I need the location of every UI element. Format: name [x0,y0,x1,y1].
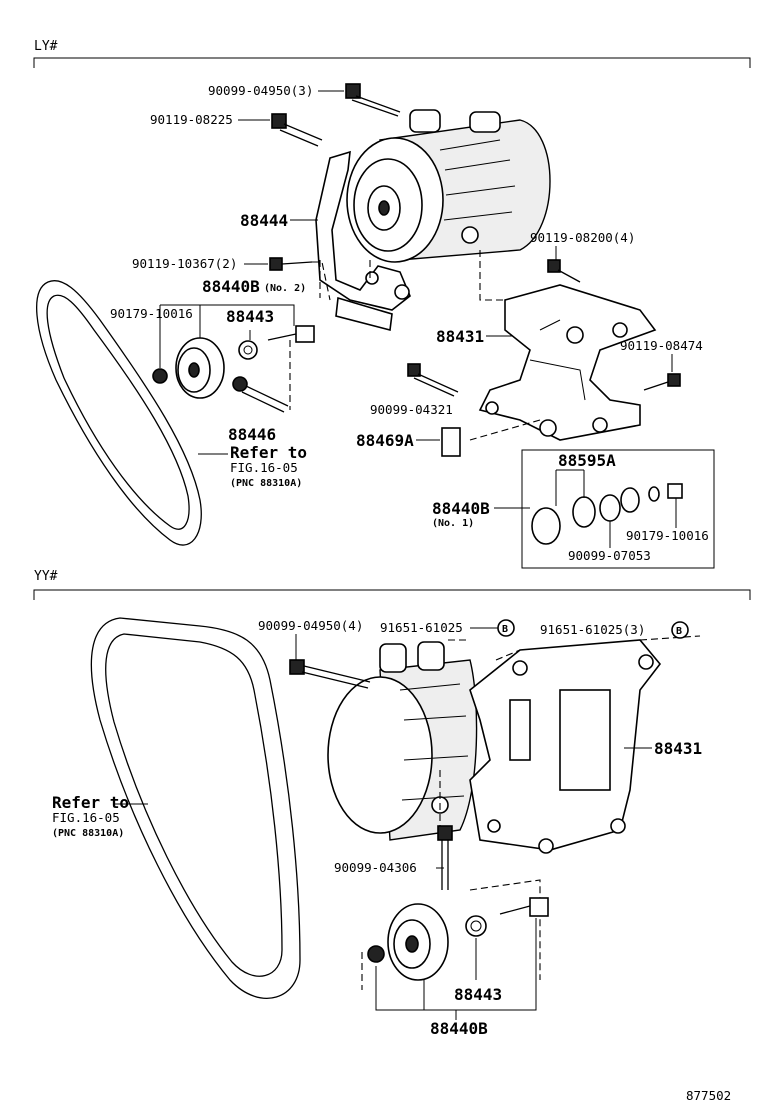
ly-bracket-88444 [315,150,411,332]
yy-dashed-guides [361,635,701,990]
ly-label-bracket: 88444 [240,211,288,230]
ly-inset-label-assy-note: (No. 1) [432,518,474,529]
ly-idler-bolt [267,325,315,343]
yy-label-stud-2: 91651-61025(3) [540,622,645,637]
ly-bolt-6 [407,363,459,397]
ly-inset-label-nut: 90179-10016 [626,528,709,543]
yy-idler-bolt [499,897,549,917]
ly-label-bolt-88446: 88446 [228,425,276,444]
ly-label-bolt-6: 90099-04321 [370,402,453,417]
ly-label-idler: 88440B [202,277,260,296]
section-ly-frame: LY# [33,39,751,68]
ly-label-main-bracket: 88431 [436,327,484,346]
ly-belt-ref-2: FIG.16-05 [230,460,298,475]
ly-inset-label-ring: 90099-07053 [568,548,651,563]
ly-inset-label-assy: 88440B [432,499,490,518]
yy-idler-pulley [387,903,449,981]
section-yy-frame: YY# [33,569,751,600]
ly-drive-belt [36,280,202,546]
ly-bolt-right [547,259,581,283]
yy-spacer [465,915,487,937]
yy-belt-ref-3: (PNC 88310A) [52,828,124,839]
figure-number: 877502 [686,1088,731,1103]
ly-dashed-guides [289,250,541,441]
ly-bolt-top [345,83,401,117]
yy-bolt-1 [289,659,371,689]
yy-drive-belt [90,617,301,999]
yy-label-idler: 88440B [430,1019,488,1038]
yy-label-bolt-2: 90099-04306 [334,860,417,875]
ly-label-bolt-2: 90119-08225 [150,112,233,127]
yy-label-bolt-1: 90099-04950(4) [258,618,363,633]
yy-compressor [327,641,478,841]
yy-idler-nut [367,945,385,963]
yy-label-main-bracket: 88431 [654,739,702,758]
yy-label-spacer: 88443 [454,985,502,1004]
ly-label-nut: 90179-10016 [110,306,193,321]
section-ly-label: LY# [34,39,58,54]
ly-label-spacer: 88443 [226,307,274,326]
ly-idler-nut [152,368,168,384]
yy-label-stud-2-mark: B [676,626,682,637]
ly-bolt-5 [643,373,681,391]
yy-label-stud-1-mark: B [502,624,508,635]
ly-idler-pulley [175,337,225,399]
ly-belt-ref-3: (PNC 88310A) [230,478,302,489]
ly-label-plate: 88469A [356,431,414,450]
ly-label-idler-note: (No. 2) [264,283,306,294]
section-yy-label: YY# [34,569,58,584]
yy-belt-ref-2: FIG.16-05 [52,810,120,825]
ly-label-bolt-right: 90119-08200(4) [530,230,635,245]
yy-bolt-2 [437,825,453,890]
yy-belt-ref-1: Refer to [52,793,129,812]
ly-compressor [346,109,551,263]
ly-bolt-3 [269,257,313,271]
ly-label-bolt-5: 90119-08474 [620,338,703,353]
ly-idler-brackets [159,304,295,368]
ly-plate-88469a [441,427,461,457]
ly-bolt-88446 [232,376,289,413]
ly-label-bolt-3: 90119-10367(2) [132,256,237,271]
ly-inset-box: 88595A 88440B (No. 1) 90179-10016 90099-… [432,449,715,569]
ly-label-bolt-top: 90099-04950(3) [208,83,313,98]
yy-label-stud-1: 91651-61025 [380,620,463,635]
ly-belt-ref-1: Refer to [230,443,307,462]
ly-spacer [238,340,258,360]
yy-main-bracket-88431 [469,639,662,854]
ly-bolt-2 [271,113,323,147]
ly-inset-label-bearing: 88595A [558,451,616,470]
ly-main-bracket-88431 [478,284,657,441]
